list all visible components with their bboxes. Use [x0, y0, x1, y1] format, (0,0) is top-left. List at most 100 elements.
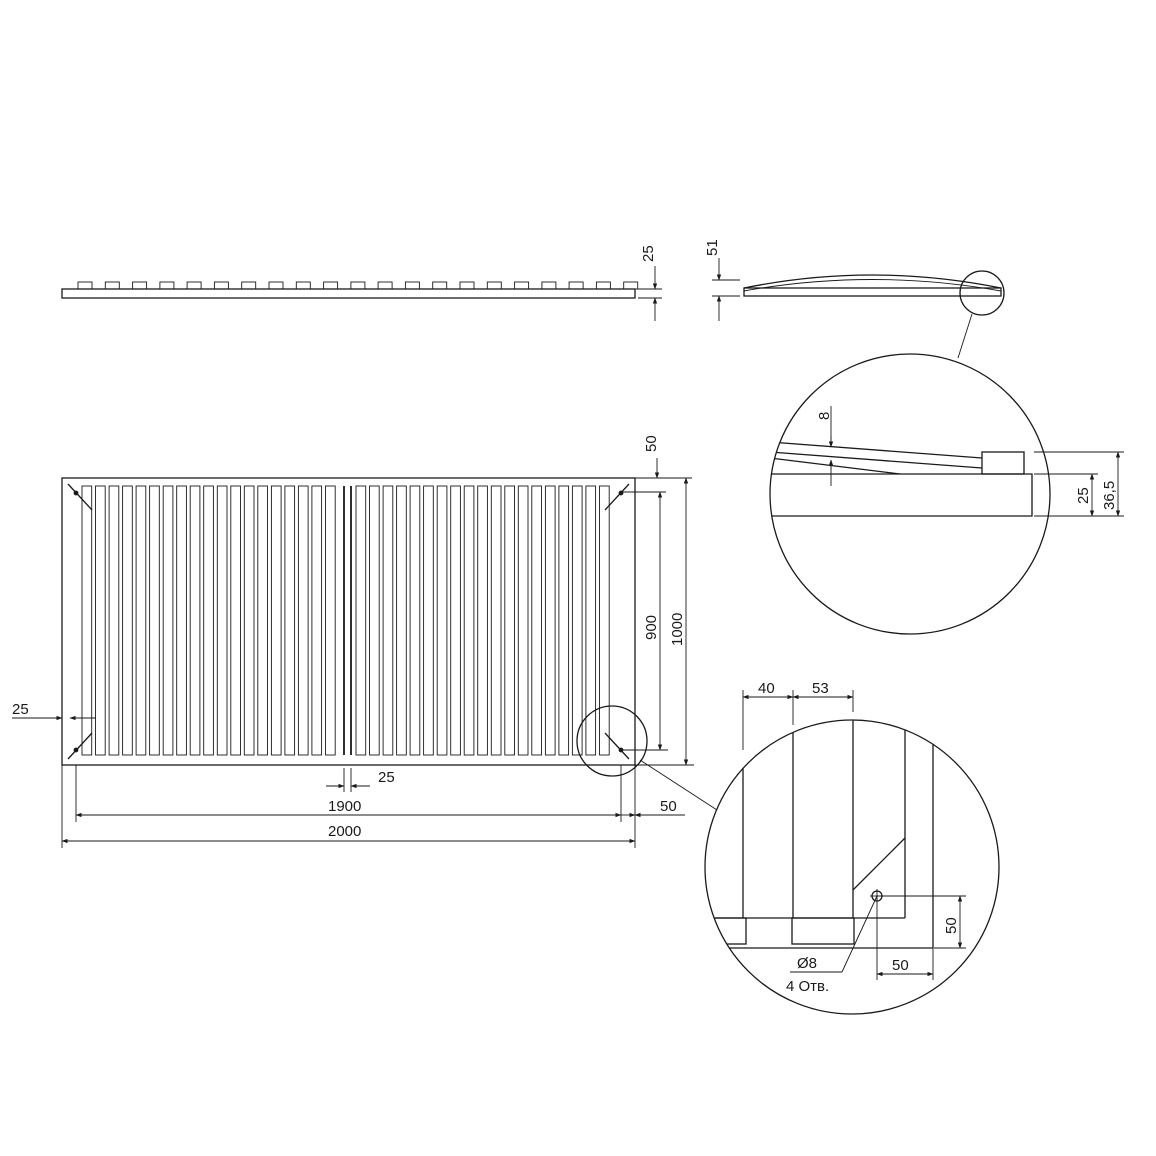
slat: [355, 485, 367, 756]
dim-end-offset: 50: [621, 765, 685, 848]
detail-circle-b: [769, 353, 1051, 635]
hole-callout: Ø8 4 Отв.: [786, 895, 878, 995]
slat: [450, 485, 461, 756]
dim-corner-40: 40: [742, 680, 794, 750]
slat: [297, 485, 309, 756]
dim-outer-length: 2000: [61, 765, 636, 848]
slat: [284, 485, 296, 756]
curved-slat: [743, 274, 1002, 289]
slat: [230, 485, 241, 756]
dim-label-50-hole-v: 50: [943, 917, 960, 934]
side-view-long: [61, 281, 639, 299]
dim-label-25-detail: 25: [1075, 487, 1092, 504]
slat: [122, 485, 133, 756]
hole-diameter-label: Ø8: [797, 955, 817, 972]
dim-label-50-hole-h: 50: [892, 957, 909, 974]
dim-label-1900: 1900: [328, 798, 361, 815]
slat: [243, 485, 255, 756]
detail-circle-a: [704, 719, 1000, 1015]
side-slats: [77, 281, 639, 290]
detail-callout-circle-a: [576, 705, 648, 777]
slat: [599, 485, 610, 756]
dim-hole-horizontal: 50: [876, 896, 934, 980]
dim-corner-53: 53: [792, 680, 854, 712]
detail-callout-circle-b: [959, 270, 1005, 316]
slat: [558, 485, 570, 756]
dim-label-900: 900: [643, 615, 660, 640]
slat: [95, 485, 106, 756]
corner-bracket-tl: [67, 483, 93, 511]
slat: [396, 485, 407, 756]
slat: [490, 485, 502, 756]
detail-a: [704, 719, 1000, 1015]
slat: [176, 485, 187, 756]
dim-left-offset: 25: [12, 701, 96, 721]
slat: [382, 485, 394, 756]
detail-leader-a: [639, 759, 718, 811]
detail-leader-b: [957, 313, 973, 359]
slat: [149, 485, 160, 756]
detail-b: 8 25 36,5: [769, 353, 1124, 635]
dim-top-offset: 50: [620, 435, 692, 493]
side-slat-cap: [186, 281, 202, 290]
side-slat-cap: [132, 281, 148, 290]
side-slat-cap: [268, 281, 284, 290]
side-slat-cap: [104, 281, 120, 290]
dim-label-51: 51: [704, 239, 721, 256]
slat: [189, 485, 201, 756]
slat: [409, 485, 421, 756]
side-slat-cap: [77, 281, 93, 290]
dim-label-1000: 1000: [669, 613, 686, 646]
slat: [504, 485, 515, 756]
side-slat-cap: [159, 281, 175, 290]
side-slat-cap: [404, 281, 420, 290]
slat: [436, 485, 448, 756]
dim-outer-width: 1000: [635, 477, 694, 766]
dim-inner-width: 900: [620, 491, 668, 751]
side-slat-cap: [459, 281, 475, 290]
side-slat-cap: [323, 281, 339, 290]
outer-frame: [61, 477, 636, 766]
slat: [531, 485, 542, 756]
slat: [311, 485, 323, 756]
side-slat-cap: [486, 281, 502, 290]
slat: [571, 485, 583, 756]
slat: [81, 485, 93, 756]
slat: [517, 485, 529, 756]
plan-slats: [81, 485, 610, 756]
side-slat-cap: [377, 281, 393, 290]
slat: [257, 485, 268, 756]
dim-label-50-end: 50: [660, 798, 677, 815]
dim-label-2000: 2000: [328, 823, 361, 840]
dim-side-height: 51: [704, 239, 740, 321]
dim-slat-gap: 25: [326, 768, 395, 792]
slat: [270, 485, 282, 756]
plan-view: [61, 477, 718, 811]
slat: [585, 485, 597, 756]
side-slat-cap: [568, 281, 584, 290]
dim-label-25: 25: [640, 245, 657, 262]
corner-bracket-bl: [67, 732, 93, 760]
side-slat-cap: [350, 281, 366, 290]
side-slat-cap: [595, 281, 611, 290]
side-frame-bar: [61, 288, 636, 299]
dim-label-53: 53: [812, 680, 829, 697]
dim-label-40: 40: [758, 680, 775, 697]
side-slat-cap: [213, 281, 229, 290]
dim-label-50-top: 50: [643, 435, 660, 452]
corner-bracket-tr: [604, 483, 630, 511]
dim-hole-vertical: 50: [877, 895, 966, 949]
dim-label-25-left: 25: [12, 701, 29, 718]
slat: [325, 485, 336, 756]
side-slat-cap: [295, 281, 311, 290]
side-slat-cap: [432, 281, 448, 290]
side-slat-cap: [623, 281, 639, 290]
slat: [216, 485, 228, 756]
slat: [108, 485, 120, 756]
slat: [477, 485, 488, 756]
dim-label-25-gap: 25: [378, 769, 395, 786]
side-slat-cap: [541, 281, 557, 290]
dim-label-8: 8: [816, 412, 833, 420]
slat: [203, 485, 214, 756]
